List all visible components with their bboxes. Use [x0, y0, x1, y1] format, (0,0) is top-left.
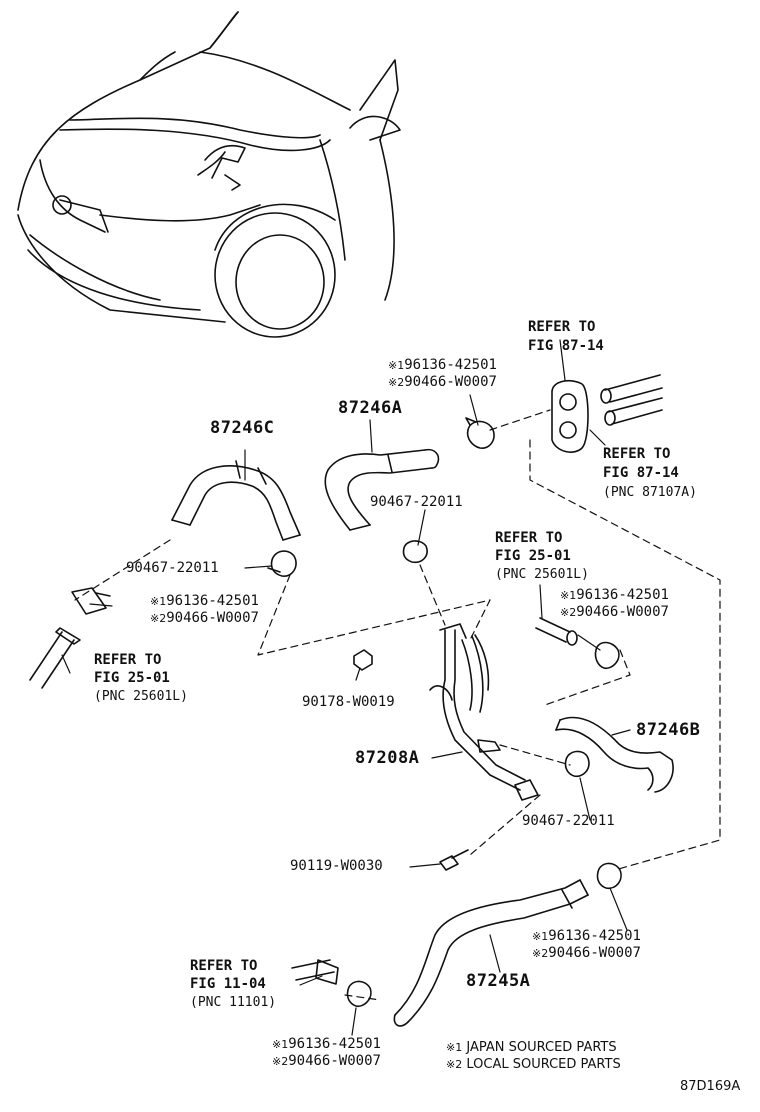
- clamp-lowr-line1: ※196136-42501: [532, 928, 641, 944]
- bolt-90178: [353, 649, 373, 671]
- ref-mid-l3: (PNC 25601L): [495, 567, 589, 582]
- ref-left-l3: (PNC 25601L): [94, 689, 188, 704]
- ref-left-l1: REFER TO: [94, 652, 162, 668]
- diagram-code: 87D169A: [680, 1079, 741, 1094]
- label-clip-right: 90467-22011: [522, 813, 615, 829]
- ref-right-l2: FIG 87-14: [603, 465, 679, 481]
- clip-90467-left: [267, 550, 297, 577]
- grommet: [551, 379, 589, 453]
- label-90178: 90178-W0019: [302, 694, 395, 710]
- car-illustration: [17, 11, 401, 338]
- clamp-top: [465, 417, 495, 449]
- hose-87246B: [555, 716, 674, 793]
- clamp-left: [71, 587, 111, 615]
- pipe-bottom: [291, 959, 339, 985]
- clamp-lowr: [596, 862, 622, 890]
- clip-90467-top: [402, 540, 428, 564]
- hose-87245A: [393, 879, 589, 1027]
- label-90119: 90119-W0030: [290, 858, 383, 874]
- heater-pipes: [600, 374, 663, 426]
- ref-right-l3: (PNC 87107A): [603, 485, 697, 500]
- ref-bottom-l3: (PNC 11101): [190, 995, 277, 1010]
- ref-mid-l2: FIG 25-01: [495, 548, 571, 564]
- ref-mid-l1: REFER TO: [495, 530, 563, 546]
- clamp-left-line1: ※196136-42501: [150, 593, 259, 609]
- ref-bottom-l1: REFER TO: [190, 958, 258, 974]
- label-87208A: 87208A: [355, 748, 420, 768]
- hose-87246A: [324, 448, 440, 531]
- clamp-bottom-line1: ※196136-42501: [272, 1036, 381, 1052]
- label-87246B: 87246B: [636, 720, 701, 740]
- leader-lines: [61, 339, 631, 1036]
- ref-top-l2: FIG 87-14: [528, 338, 604, 354]
- label-87246A: 87246A: [338, 398, 403, 418]
- pipe-left: [29, 627, 81, 689]
- legend-line2: ※2 LOCAL SOURCED PARTS: [446, 1057, 621, 1072]
- ref-bottom-l2: FIG 11-04: [190, 976, 266, 992]
- clamp-mid-line2: ※290466-W0007: [560, 604, 669, 620]
- ref-top-l1: REFER TO: [528, 319, 596, 335]
- clamp-mid-line1: ※196136-42501: [560, 587, 669, 603]
- clamp-bottom-line2: ※290466-W0007: [272, 1053, 381, 1069]
- clamp-top-line2: ※290466-W0007: [388, 374, 497, 390]
- clip-90467-right: [564, 750, 590, 778]
- legend-line1: ※1 JAPAN SOURCED PARTS: [446, 1040, 617, 1055]
- ref-left-l2: FIG 25-01: [94, 670, 170, 686]
- ref-right-l1: REFER TO: [603, 446, 671, 462]
- clamp-top-line1: ※196136-42501: [388, 357, 497, 373]
- pipe-assembly-87208A: [429, 623, 539, 801]
- label-clip-left: 90467-22011: [126, 560, 219, 576]
- hose-87246C: [171, 460, 301, 541]
- label-clip-top: 90467-22011: [370, 494, 463, 510]
- label-87245A: 87245A: [466, 971, 531, 991]
- clamp-lowr-line2: ※290466-W0007: [532, 945, 641, 961]
- clamp-left-line2: ※290466-W0007: [150, 610, 259, 626]
- clamp-mid: [594, 641, 620, 670]
- label-87246C: 87246C: [210, 418, 275, 438]
- dashed-guides: [74, 409, 721, 1001]
- bolt-90119: [439, 849, 469, 871]
- clamp-bottom: [346, 980, 372, 1008]
- pipe-mid: [535, 617, 578, 646]
